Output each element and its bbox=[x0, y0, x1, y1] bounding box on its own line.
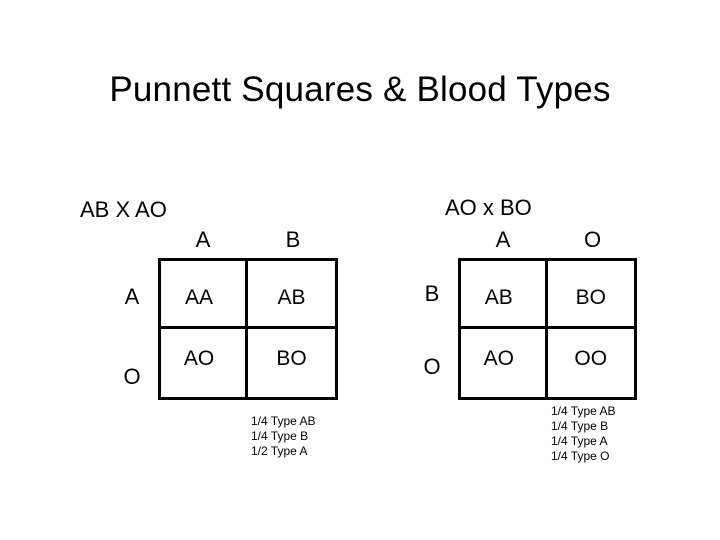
punnett-square-left: AB X AO A B A O AA AB AO BO 1/4 Type AB … bbox=[80, 197, 338, 459]
punnett-cell: AA bbox=[161, 261, 248, 329]
punnett-grid-right: AB BO AO OO bbox=[458, 258, 637, 400]
ratio-legend-line: 1/2 Type A bbox=[251, 444, 308, 458]
punnett-cell: AO bbox=[161, 329, 248, 397]
row-header-right-1: O bbox=[423, 354, 441, 379]
ratio-legend-line: 1/4 Type B bbox=[551, 419, 609, 433]
ratio-legend-line: 1/4 Type B bbox=[251, 429, 309, 443]
row-header-left-0: A bbox=[124, 284, 140, 309]
page-title: Punnett Squares & Blood Types bbox=[109, 70, 611, 110]
column-header-right-1: O bbox=[583, 227, 602, 252]
punnett-cell-text: AO bbox=[483, 347, 514, 370]
punnett-cell-text: AA bbox=[184, 285, 213, 309]
punnett-cell: BO bbox=[547, 261, 634, 329]
ratio-legend-line: 1/4 Type O bbox=[551, 449, 610, 463]
ratio-legend-line: 1/4 Type A bbox=[551, 434, 608, 448]
ratio-legend-right: 1/4 Type AB 1/4 Type B 1/4 Type A 1/4 Ty… bbox=[551, 404, 616, 464]
punnett-cell: AO bbox=[461, 329, 548, 397]
punnett-cell: AB bbox=[248, 261, 335, 329]
column-header-right-0: A bbox=[495, 227, 511, 252]
row-header-left-1: O bbox=[123, 364, 141, 389]
punnett-cell-text: AB bbox=[484, 285, 513, 309]
punnett-cell: BO bbox=[248, 329, 335, 397]
punnett-cell-text: BO bbox=[575, 285, 606, 309]
column-header-left-1: B bbox=[285, 227, 301, 252]
punnett-cell-text: BO bbox=[276, 347, 307, 370]
punnett-grid-left: AA AB AO BO bbox=[158, 258, 338, 400]
column-header-left-0: A bbox=[195, 227, 211, 252]
punnett-cell-text: AB bbox=[277, 285, 306, 309]
row-header-right-0: B bbox=[424, 281, 440, 306]
cross-label-right: AO x BO bbox=[445, 195, 532, 220]
punnett-cell: OO bbox=[548, 329, 635, 397]
ratio-legend-line: 1/4 Type AB bbox=[551, 404, 616, 418]
ratio-legend-line: 1/4 Type AB bbox=[251, 414, 316, 428]
ratio-legend-left: 1/4 Type AB 1/4 Type B 1/2 Type A bbox=[251, 414, 316, 459]
punnett-cell-text: OO bbox=[574, 347, 608, 370]
cross-label-left: AB X AO bbox=[80, 197, 167, 222]
punnett-cell-text: AO bbox=[183, 347, 215, 370]
punnett-cell: AB bbox=[461, 261, 548, 329]
